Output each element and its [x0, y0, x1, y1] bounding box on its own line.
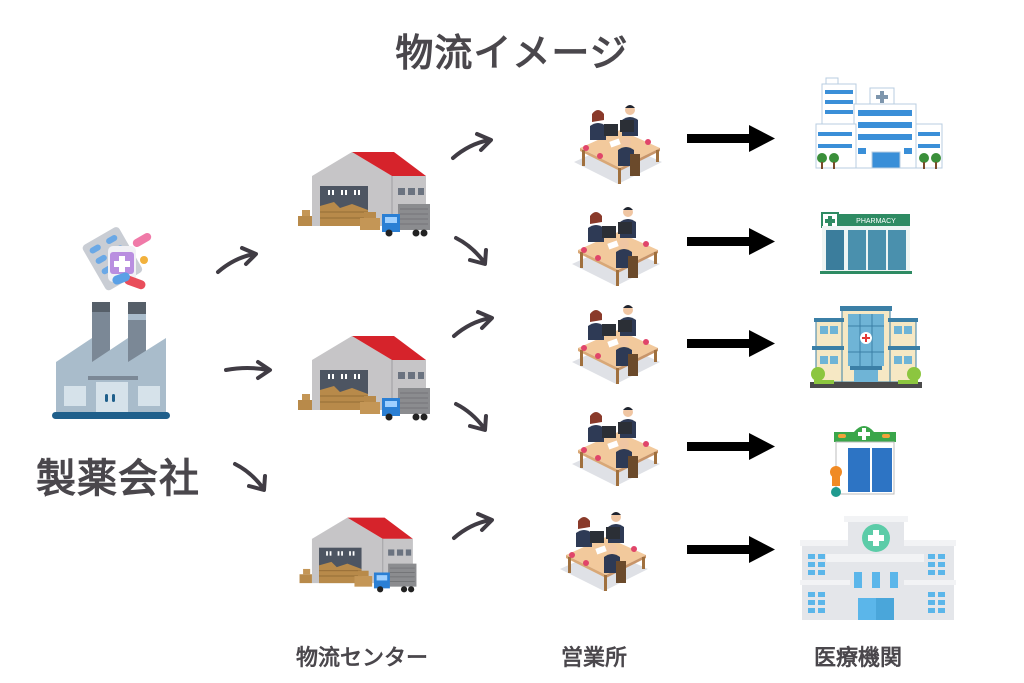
- sales-office-icon: [572, 407, 660, 486]
- pharmacy-sign: PHARMACY: [856, 218, 896, 225]
- large-hospital-icon: [800, 516, 956, 620]
- bold-arrow-right: [687, 125, 775, 152]
- page-title: 物流イメージ: [395, 31, 629, 75]
- curved-arrow-up: [216, 246, 258, 274]
- sales-office-label: 営業所: [561, 646, 628, 671]
- curved-arrow-down: [454, 402, 488, 432]
- medical-institution-label: 医療機関: [814, 646, 903, 671]
- sales-office-icon: [560, 512, 648, 591]
- pharma-company-label: 製薬会社: [36, 456, 200, 502]
- warehouse-icon: [299, 517, 417, 593]
- warehouse-icon: [297, 151, 431, 237]
- clinic-icon: [830, 426, 896, 497]
- curved-arrow-down: [454, 236, 488, 266]
- curved-arrow-right: [224, 360, 272, 380]
- curved-arrow-up: [452, 512, 494, 540]
- logistics-center-label: 物流センター: [296, 646, 429, 671]
- medicine-icon: [82, 227, 152, 291]
- bold-arrow-right: [687, 330, 775, 357]
- curved-arrow-down: [233, 462, 267, 492]
- sales-office-icon: [572, 305, 660, 384]
- curved-arrow-up: [452, 310, 494, 338]
- curved-arrow-up: [451, 132, 493, 160]
- pharmacy-icon: PHARMACY: [820, 212, 912, 274]
- hospital-icon: [815, 77, 943, 169]
- bold-arrow-right: [687, 433, 775, 460]
- general-hospital-icon: [810, 306, 922, 388]
- sales-office-icon: [574, 105, 662, 184]
- bold-arrow-right: [687, 228, 775, 255]
- factory-icon: [52, 302, 170, 419]
- sales-office-icon: [572, 207, 660, 286]
- warehouse-icon: [297, 335, 431, 421]
- bold-arrow-right: [687, 536, 775, 563]
